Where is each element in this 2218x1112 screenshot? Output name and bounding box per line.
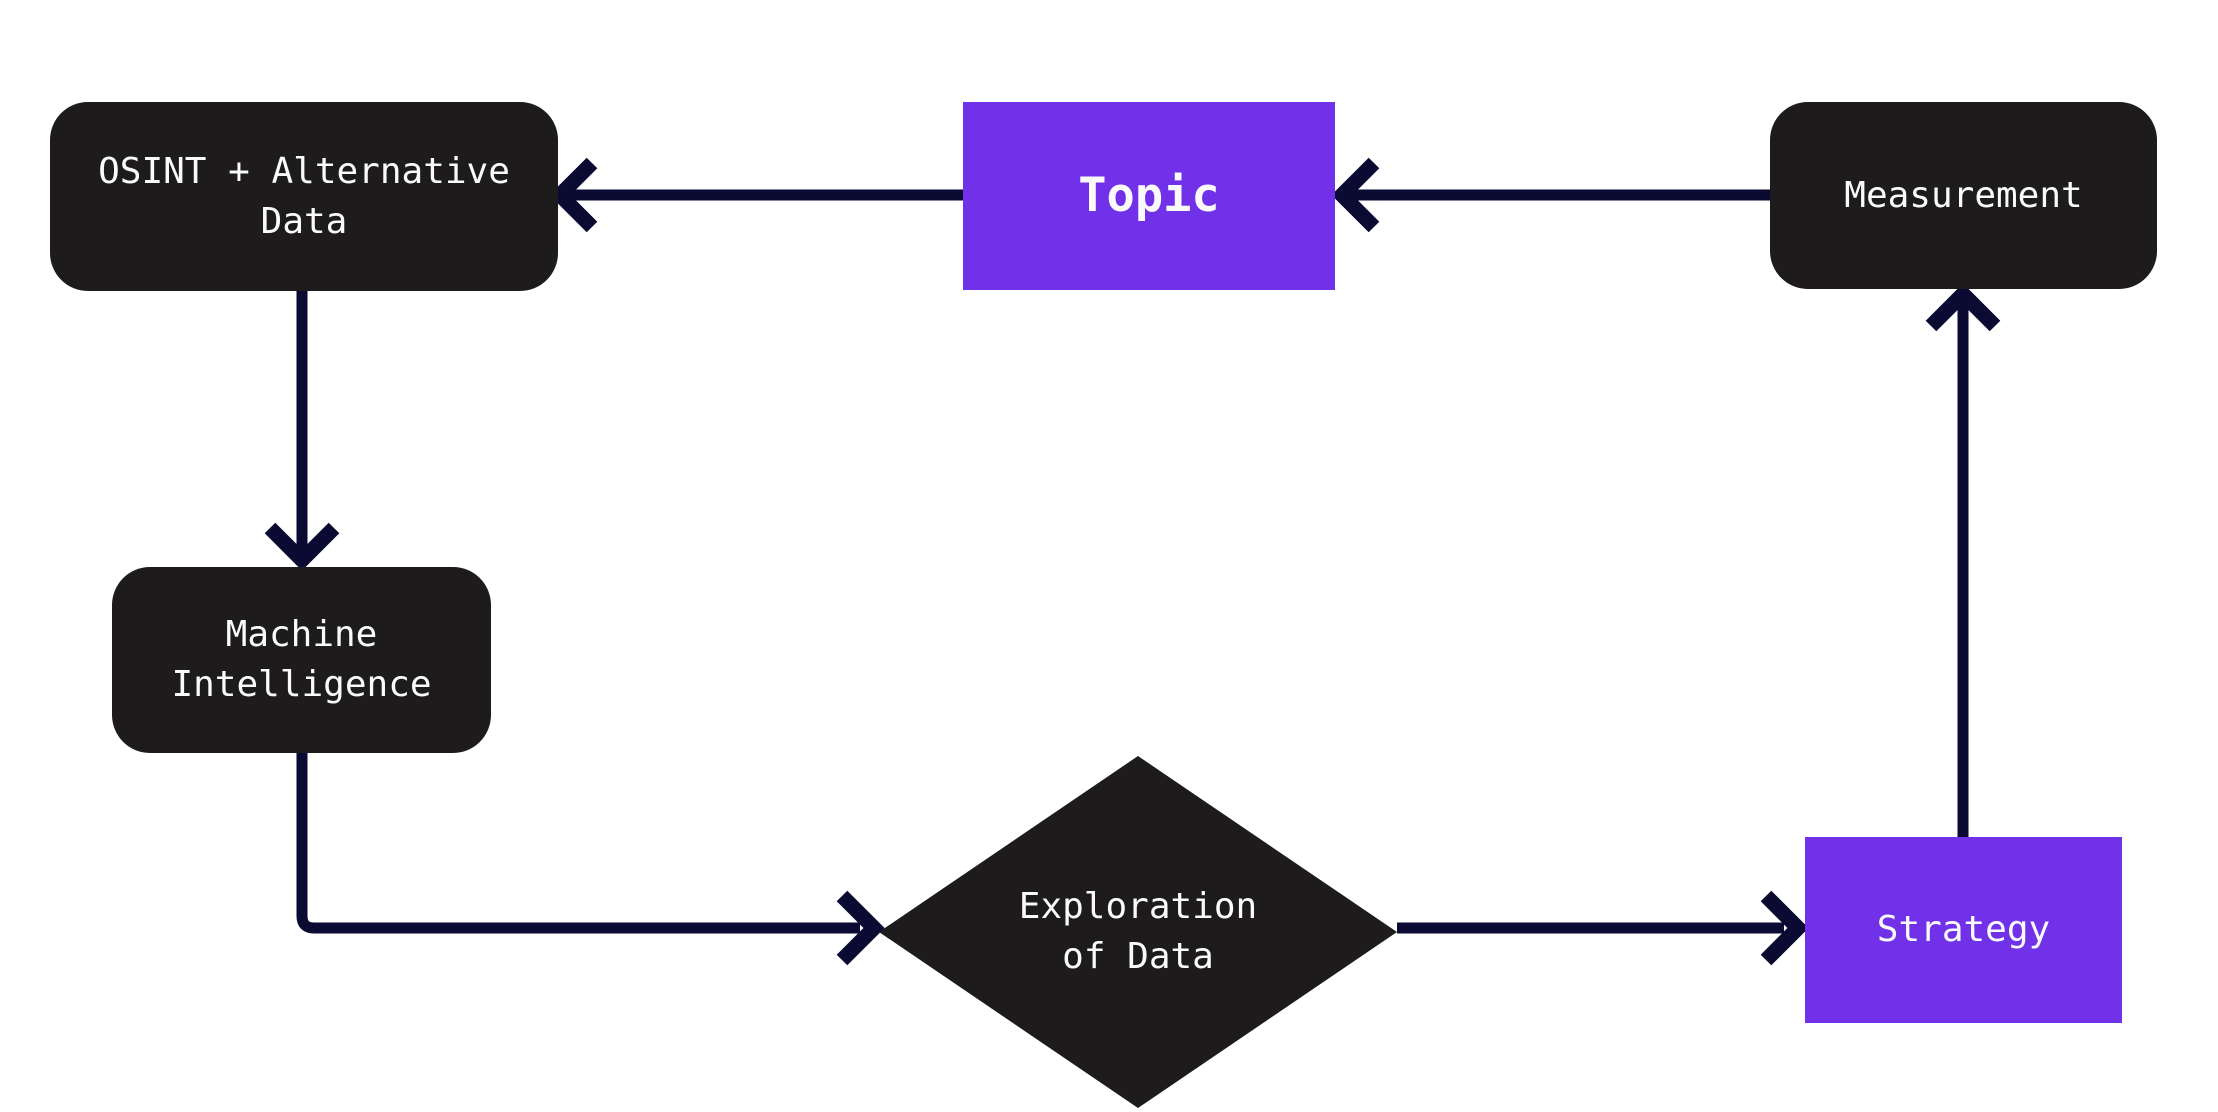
edge-measurement-to-topic	[1331, 157, 1770, 233]
node-topic: Topic	[963, 102, 1335, 290]
edge-machine-intelligence-to-exploration	[296, 753, 885, 966]
node-topic-label: Topic	[1078, 167, 1220, 223]
node-strategy-label: Strategy	[1876, 909, 2051, 951]
edge-osint-to-machine-intelligence	[264, 291, 340, 571]
node-osint-alternative-data: OSINT + Alternative Data	[50, 102, 558, 291]
node-measurement-label: Measurement	[1844, 174, 2083, 216]
node-measurement: Measurement	[1770, 102, 2157, 289]
edge-topic-to-osint	[549, 157, 963, 233]
edge-strategy-to-measurement	[1925, 283, 2001, 837]
node-machine-intelligence: Machine Intelligence	[112, 567, 491, 753]
node-machine-intelligence-label: Machine Intelligence	[171, 614, 432, 705]
edge-exploration-to-strategy	[1397, 890, 1809, 966]
node-strategy: Strategy	[1805, 837, 2122, 1023]
node-exploration-label: Exploration of Data	[1018, 886, 1258, 977]
node-osint-label: OSINT + Alternative Data	[98, 150, 510, 242]
